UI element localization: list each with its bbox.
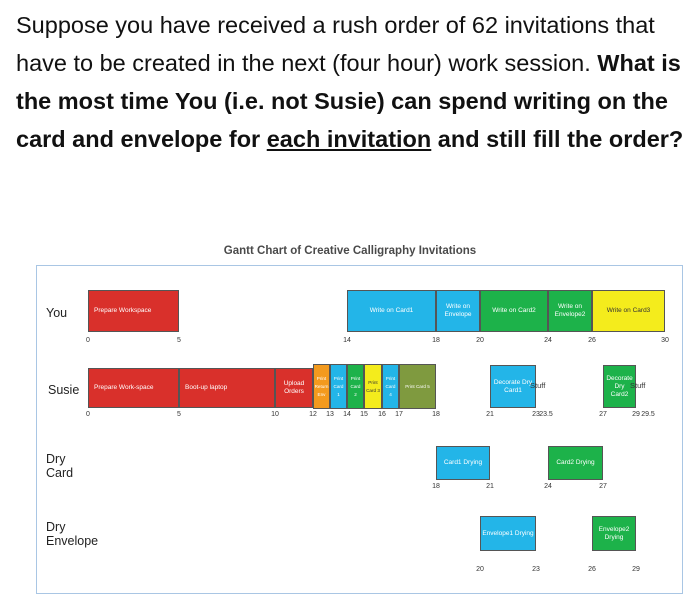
gantt-bar-susie-decorate-dry-card2: Decorate Dry Card2 <box>603 365 636 408</box>
gantt-bar-you-write-on-envelope: Write on Envelope <box>436 290 480 332</box>
tick-label: 23 <box>532 411 540 418</box>
tick-label: 0 <box>86 411 90 418</box>
question-underlined: each invitation <box>266 126 432 152</box>
tick-label: 21 <box>486 483 494 490</box>
tick-label: 29 <box>632 566 640 573</box>
tick-label: 18 <box>432 337 440 344</box>
tick-label: 24 <box>544 337 552 344</box>
tick-label: 29.5 <box>641 411 655 418</box>
gantt-bar-you-write-on-card3: Write on Card3 <box>592 290 665 332</box>
gantt-chart-frame <box>36 265 683 594</box>
gantt-bar-susie-boot-up-laptop: Boot-up laptop <box>179 368 275 408</box>
tick-label: 14 <box>343 411 351 418</box>
tick-label: 26 <box>588 337 596 344</box>
gantt-bar-dry-card-card1-drying: Card1 Drying <box>436 446 490 480</box>
tick-label: 17 <box>395 411 403 418</box>
gantt-bar-dry-envelope-envelope2-drying: Envelope2 Drying <box>592 516 636 551</box>
row-label-dry-envelope: Dry Envelope <box>46 520 99 548</box>
tick-label: 24 <box>544 483 552 490</box>
gantt-bar-susie-print-card-5: Print Card 5 <box>399 364 436 409</box>
gantt-bar-susie-print-card-2: Print Card 2 <box>347 364 364 409</box>
tick-label: 18 <box>432 483 440 490</box>
gantt-stuff-label: Stuff <box>530 381 546 390</box>
gantt-bar-susie-print-card-4: Print Card 4 <box>382 364 399 409</box>
question-bold-before: What is the most time You (i.e. not Susi… <box>16 50 681 152</box>
question-plain: Suppose you have received a rush order o… <box>16 12 655 76</box>
gantt-bar-dry-envelope-envelope1-drying: Envelope1 Drying <box>480 516 536 551</box>
tick-label: 0 <box>86 337 90 344</box>
gantt-bar-susie-print-card-3: Print Card 3 <box>364 364 382 409</box>
gantt-bar-susie-print-card-1: Print Card 1 <box>330 364 347 409</box>
tick-label: 23 <box>532 566 540 573</box>
tick-label: 29 <box>632 411 640 418</box>
gantt-bar-you-write-on-card1: Write on Card1 <box>347 290 436 332</box>
gantt-bar-susie-decorate-dry-card1: Decorate Dry Card1 <box>490 365 536 408</box>
gantt-bar-susie-print-return-env: Print Return Env <box>313 364 330 409</box>
tick-label: 27 <box>599 411 607 418</box>
question-bold: What is the most time You (i.e. not Susi… <box>16 50 683 152</box>
tick-label: 5 <box>177 337 181 344</box>
chart-title: Gantt Chart of Creative Calligraphy Invi… <box>223 245 477 257</box>
tick-label: 15 <box>360 411 368 418</box>
gantt-bar-you-write-on-envelope2: Write on Envelope2 <box>548 290 592 332</box>
row-label-susie: Susie <box>48 383 80 397</box>
question-text: Suppose you have received a rush order o… <box>16 6 692 158</box>
tick-label: 26 <box>588 566 596 573</box>
tick-label: 5 <box>177 411 181 418</box>
tick-label: 30 <box>661 337 669 344</box>
tick-label: 12 <box>309 411 317 418</box>
tick-label: 13 <box>326 411 334 418</box>
tick-label: 10 <box>271 411 279 418</box>
tick-label: 20 <box>476 337 484 344</box>
row-label-you: You <box>46 306 68 320</box>
gantt-bar-you-write-on-card2: Write on Card2 <box>480 290 548 332</box>
gantt-bar-dry-card-card2-drying: Card2 Drying <box>548 446 603 480</box>
gantt-bar-susie-prepare-work-space: Prepare Work-space <box>88 368 179 408</box>
tick-label: 14 <box>343 337 351 344</box>
gantt-stuff-label: Stuff <box>630 381 646 390</box>
question-bold-after: and still fill the order? <box>431 126 684 152</box>
gantt-bar-susie-upload-orders: Upload Orders <box>275 368 313 408</box>
tick-label: 21 <box>486 411 494 418</box>
tick-label: 27 <box>599 483 607 490</box>
tick-label: 20 <box>476 566 484 573</box>
tick-label: 18 <box>432 411 440 418</box>
tick-label: 16 <box>378 411 386 418</box>
row-label-dry-card: Dry Card <box>46 452 74 480</box>
tick-label: 23.5 <box>539 411 553 418</box>
gantt-bar-you-prepare-workspace: Prepare Workspace <box>88 290 179 332</box>
